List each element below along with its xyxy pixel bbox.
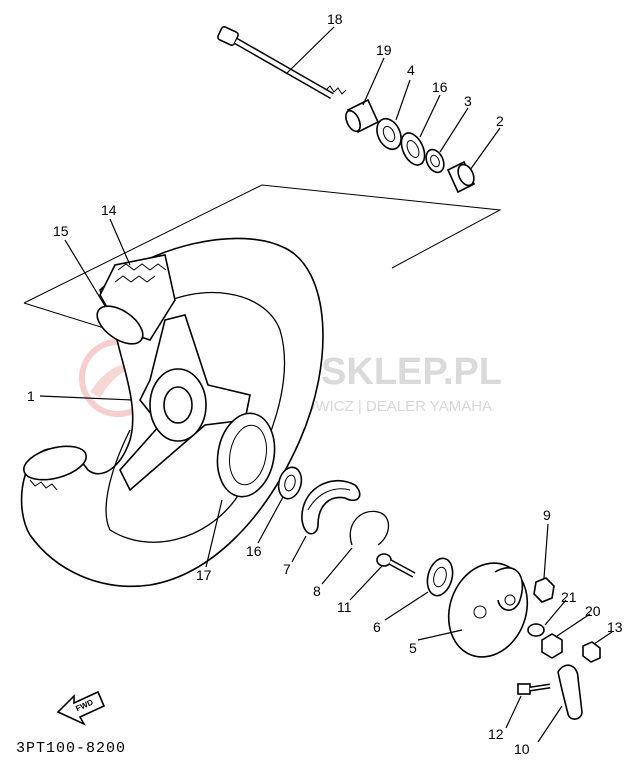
callout-5: 5 [409, 640, 417, 656]
callout-17: 17 [196, 567, 212, 583]
forward-arrow: FWD [56, 690, 106, 726]
oil-seal-brake [426, 557, 454, 597]
brake-shoe-plate [447, 562, 529, 658]
callout-11: 11 [337, 599, 352, 615]
leader-lines [39, 26, 613, 743]
tire-tread-section [96, 254, 176, 345]
callout-13: 13 [607, 619, 623, 635]
return-spring [349, 510, 390, 546]
callout-9: 9 [543, 507, 551, 523]
callout-16-lower: 16 [246, 543, 262, 559]
brake-cam-lever [557, 664, 583, 720]
callout-15: 15 [53, 223, 69, 239]
bolt-12 [517, 683, 551, 695]
axle [217, 26, 347, 100]
callout-3: 3 [464, 93, 472, 109]
fwd-arrow-icon [56, 690, 106, 726]
callout-21: 21 [561, 589, 577, 605]
spacer [345, 98, 380, 134]
bearing-upper [376, 117, 402, 151]
callout-8: 8 [313, 583, 321, 599]
callout-12: 12 [488, 726, 504, 742]
callout-16-upper: 16 [432, 79, 448, 95]
nut-13 [582, 641, 601, 663]
nut-20 [541, 633, 563, 659]
washer-21 [527, 623, 545, 637]
callout-19: 19 [376, 42, 392, 58]
callout-20: 20 [585, 603, 601, 619]
callout-1: 1 [27, 388, 35, 404]
nut-9 [533, 577, 555, 603]
callout-14: 14 [101, 202, 117, 218]
catalog-code: 3PT100-8200 [16, 740, 126, 757]
callout-18: 18 [327, 11, 343, 27]
callout-10: 10 [514, 741, 530, 757]
watermark-subtext: CHOWICZ | DEALER YAMAHA [282, 398, 492, 415]
wheel-assembly [20, 237, 324, 587]
ring [425, 148, 445, 174]
callout-7: 7 [283, 561, 291, 577]
camshaft [376, 553, 416, 578]
oil-seal-upper [400, 132, 426, 166]
watermark-logo-swirl [90, 364, 148, 398]
callout-labels: 18 19 4 16 3 2 14 15 1 17 16 7 8 11 6 5 … [27, 11, 623, 757]
tube [96, 305, 144, 345]
brake-drum-seal [216, 412, 276, 498]
callout-2: 2 [496, 113, 504, 129]
callout-6: 6 [373, 619, 381, 635]
callout-4: 4 [407, 62, 415, 78]
brake-shoe [301, 479, 361, 535]
bearing-lower [277, 466, 303, 500]
